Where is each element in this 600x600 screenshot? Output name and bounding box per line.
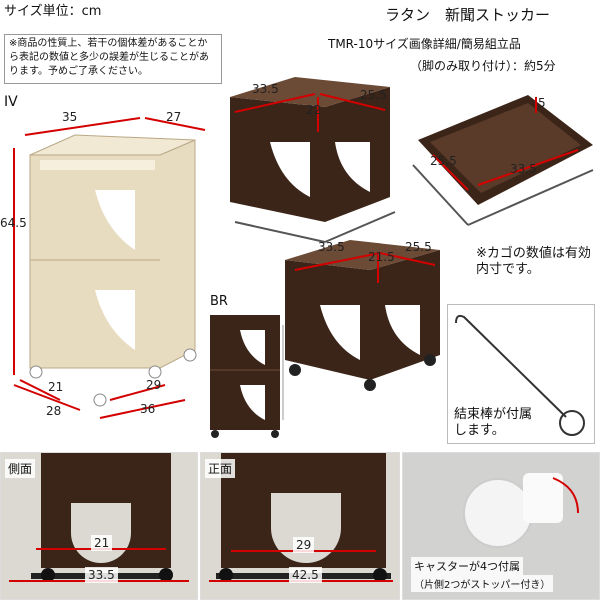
basket-bottom-photo — [285, 240, 440, 391]
binding-rod-box: 結束棒が付属します。 — [447, 304, 595, 444]
dim-basket-top-a: 33.5 — [252, 82, 279, 96]
disclaimer-box: ※商品の性質上、若干の個体差があることから表記の数値と多少の誤差が生じることがあ… — [4, 34, 222, 84]
dim-tray-a: 25.5 — [430, 154, 457, 168]
dim-iv-height: 64.5 — [0, 216, 27, 230]
dim-basket-bottom-b: 25.5 — [405, 240, 432, 254]
front-view-photo: 正面 29 42.5 — [200, 452, 400, 600]
dim-basket-bottom-a: 33.5 — [318, 240, 345, 254]
dim-front-outer: 42.5 — [289, 567, 322, 583]
dim-iv-width-top: 35 — [62, 110, 78, 124]
dim-side-outer: 33.5 — [85, 567, 118, 583]
dim-iv-base-width: 36 — [140, 402, 156, 416]
binding-rod-note: 結束棒が付属します。 — [454, 407, 533, 438]
product-code-iv: IV — [4, 94, 18, 110]
dim-side-inner: 21 — [91, 535, 113, 551]
dim-basket-bottom-h: 21.5 — [368, 250, 395, 264]
dim-iv-depth-top: 27 — [166, 110, 182, 124]
subtitle-line2: （脚のみ取り付け）：約5分 — [410, 59, 556, 73]
disclaimer-text: ※商品の性質上、若干の個体差があることから表記の数値と多少の誤差が生じることがあ… — [9, 38, 209, 77]
caster-note-line2: （片側2つがストッパー付き） — [411, 575, 554, 592]
caster-wheel-icon — [463, 478, 533, 548]
unit-label: サイズ単位：cm — [4, 4, 102, 19]
dim-tray-b: 33.5 — [510, 162, 537, 176]
dim-basket-top-b: 25.5 — [360, 88, 387, 102]
front-view-label: 正面 — [205, 459, 236, 478]
iv-product-drawing — [13, 117, 206, 419]
side-view-photo: 側面 21 33.5 — [0, 452, 198, 600]
dim-tray-h: 5 — [538, 96, 546, 110]
subtitle-line1: TMR-10サイズ画像詳細/簡易組立品 — [328, 37, 521, 51]
inner-size-note: ※カゴの数値は有効内寸です。 — [476, 246, 591, 277]
product-code-br: BR — [210, 294, 228, 309]
product-title: ラタン 新聞ストッカー — [385, 6, 551, 24]
caster-photo: キャスターが4つ付属 （片側2つがストッパー付き） — [402, 452, 600, 600]
caster-note-line1: キャスターが4つ付属 — [411, 557, 523, 575]
dim-iv-base-depth-inner: 21 — [48, 380, 64, 394]
tray-photo — [412, 95, 594, 226]
dim-basket-top-h: 22 — [306, 103, 322, 117]
br-product-photo — [210, 315, 284, 438]
binding-rod-icon — [455, 314, 585, 436]
dim-front-inner: 29 — [293, 537, 315, 553]
dim-iv-base-depth: 28 — [46, 404, 62, 418]
side-view-label: 側面 — [5, 459, 36, 478]
basket-top-photo — [230, 77, 396, 243]
dim-iv-base-width-inner: 29 — [146, 378, 162, 392]
